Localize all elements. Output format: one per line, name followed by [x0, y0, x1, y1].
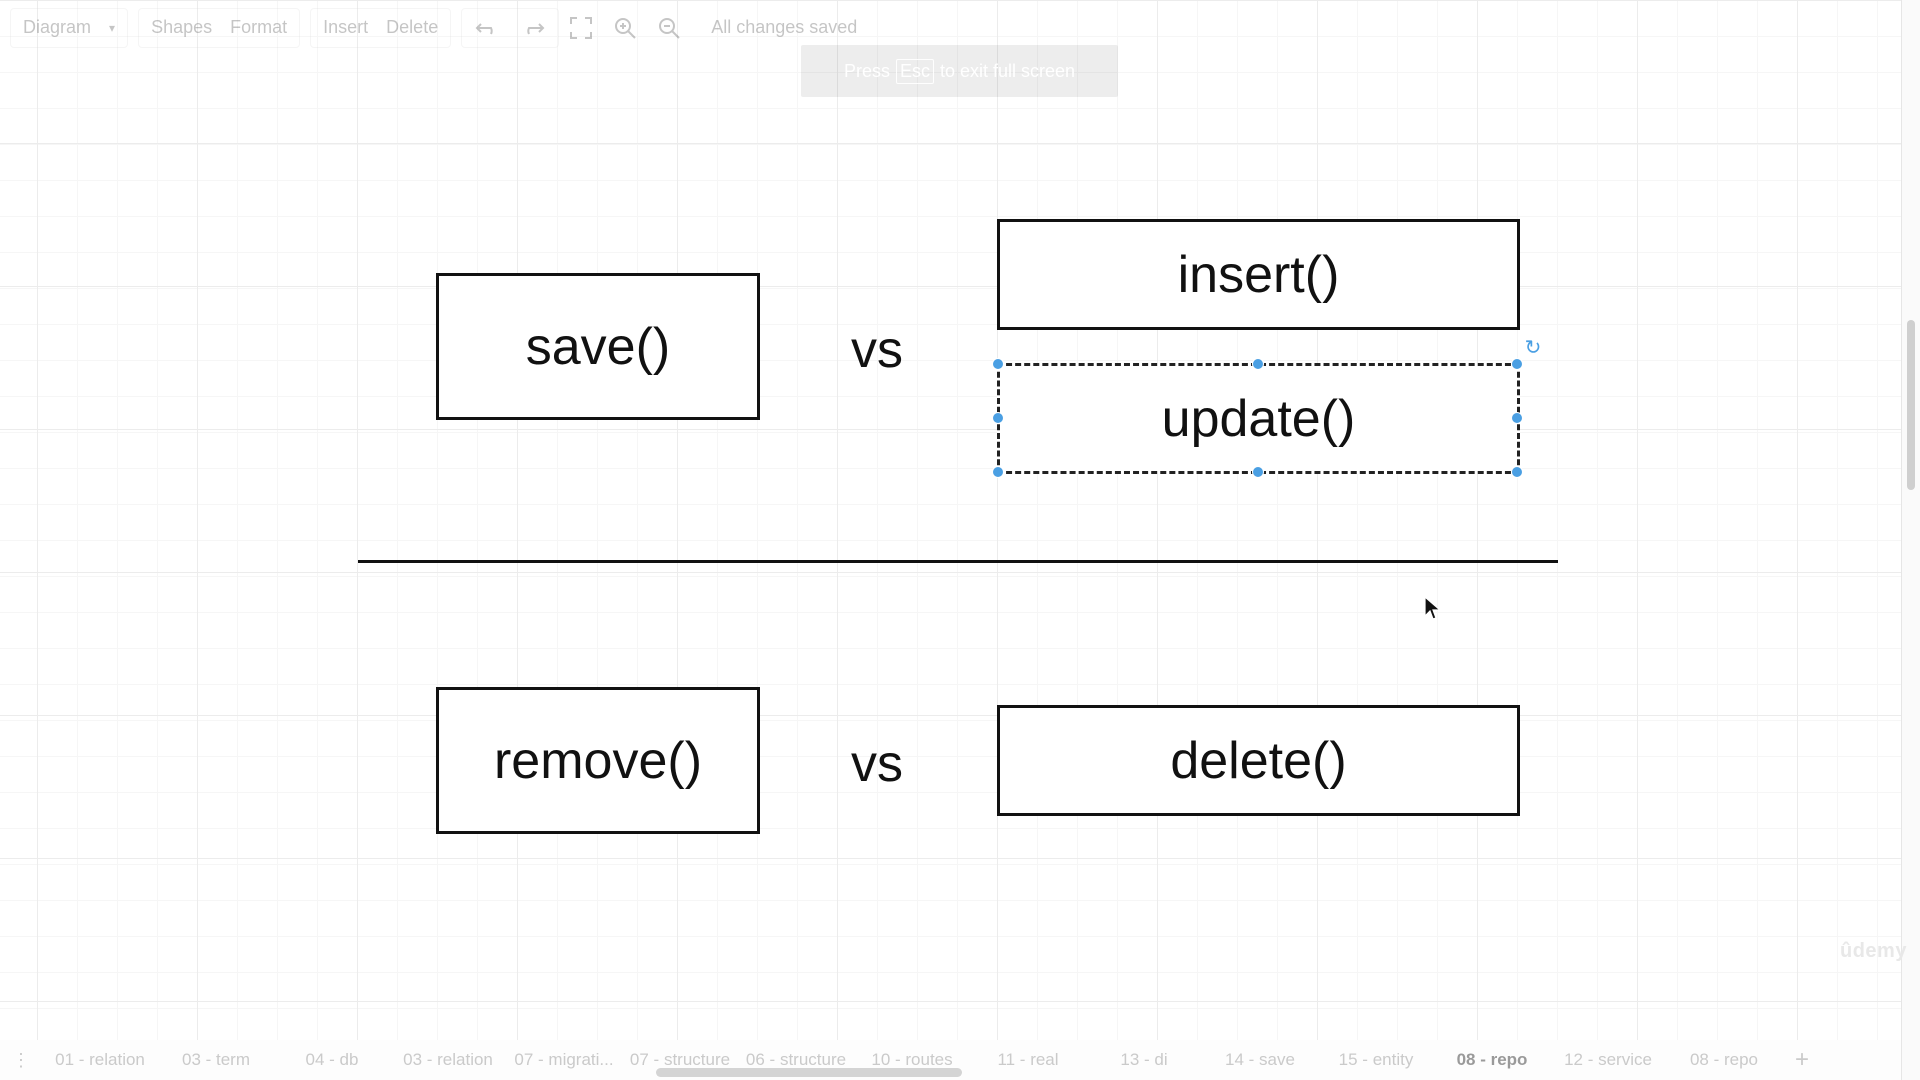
page-tab-active[interactable]: 08 - repo	[1456, 1050, 1528, 1069]
divider-line[interactable]	[358, 560, 1558, 563]
resize-handle-sw[interactable]	[992, 466, 1004, 478]
page-tab[interactable]: 10 - routes	[871, 1050, 953, 1069]
fullscreen-exit-banner: Press Esc to exit full screen	[801, 45, 1118, 97]
banner-suffix: to exit full screen	[939, 60, 1076, 81]
vs-label-bottom: vs	[851, 735, 903, 793]
diagram-menu-button[interactable]: Diagram	[23, 17, 92, 37]
insert-shape[interactable]: insert()	[997, 219, 1520, 330]
resize-handle-w[interactable]	[992, 412, 1004, 424]
page-tab[interactable]: 08 - repo	[1689, 1050, 1759, 1069]
page-tab[interactable]: 06 - structure	[745, 1050, 847, 1069]
vertical-scrollbar[interactable]	[1901, 0, 1920, 1080]
page-tab[interactable]: 01 - relation	[55, 1050, 145, 1069]
undo-icon[interactable]	[473, 13, 503, 43]
resize-handle-nw[interactable]	[992, 358, 1004, 370]
page-tab[interactable]: 03 - term	[181, 1050, 251, 1069]
vertical-scroll-thumb[interactable]	[1907, 320, 1915, 490]
add-page-button[interactable]: +	[1794, 1046, 1809, 1073]
redo-icon[interactable]	[517, 13, 547, 43]
delete-button[interactable]: Delete	[386, 17, 439, 37]
horizontal-scroll-thumb[interactable]	[656, 1068, 962, 1077]
page-tab[interactable]: 07 - structure	[629, 1050, 731, 1069]
udemy-watermark: ûdemy	[1840, 940, 1907, 962]
zoom-out-icon[interactable]	[654, 13, 684, 43]
esc-key-label: Esc	[895, 58, 934, 84]
page-tab[interactable]: 14 - save	[1225, 1050, 1295, 1069]
save-status: All changes saved	[711, 17, 858, 37]
resize-handle-ne[interactable]	[1511, 358, 1523, 370]
page-tab[interactable]: 04 - db	[305, 1050, 359, 1069]
zoom-in-icon[interactable]	[610, 13, 640, 43]
history-group	[461, 7, 560, 48]
pages-menu-icon[interactable]: ⋮	[12, 1049, 30, 1070]
page-tab[interactable]: 07 - migrati...	[514, 1050, 614, 1069]
page-tab[interactable]: 13 - di	[1120, 1050, 1168, 1069]
edit-group: Insert Delete	[310, 7, 452, 48]
page-tab[interactable]: 11 - real	[997, 1050, 1059, 1069]
resize-handle-e[interactable]	[1511, 412, 1523, 424]
remove-shape[interactable]: remove()	[436, 687, 760, 834]
banner-prefix: Press	[843, 60, 890, 81]
resize-handle-s[interactable]	[1252, 466, 1264, 478]
page-tab[interactable]: 03 - relation	[403, 1050, 493, 1069]
resize-handle-n[interactable]	[1252, 358, 1264, 370]
rotate-icon[interactable]: ↻	[1524, 337, 1542, 359]
format-button[interactable]: Format	[230, 17, 288, 37]
vs-label-top: vs	[851, 321, 903, 379]
save-shape[interactable]: save()	[436, 273, 760, 420]
insert-button[interactable]: Insert	[323, 17, 369, 37]
delete-shape[interactable]: delete()	[997, 705, 1520, 816]
chevron-down-icon: ▾	[109, 20, 116, 35]
update-shape[interactable]: update()	[997, 363, 1520, 474]
page-tab[interactable]: 12 - service	[1564, 1050, 1652, 1069]
mouse-pointer-icon	[1424, 596, 1442, 620]
page-tab[interactable]: 15 - entity	[1338, 1050, 1414, 1069]
diagram-menu-group: Diagram ▾	[10, 7, 129, 48]
toolbar: Diagram ▾ Shapes Format Insert Delete	[0, 0, 1920, 55]
shapes-button[interactable]: Shapes	[151, 17, 213, 37]
fullscreen-icon[interactable]	[566, 13, 596, 43]
resize-handle-se[interactable]	[1511, 466, 1523, 478]
format-group: Shapes Format	[138, 7, 301, 48]
